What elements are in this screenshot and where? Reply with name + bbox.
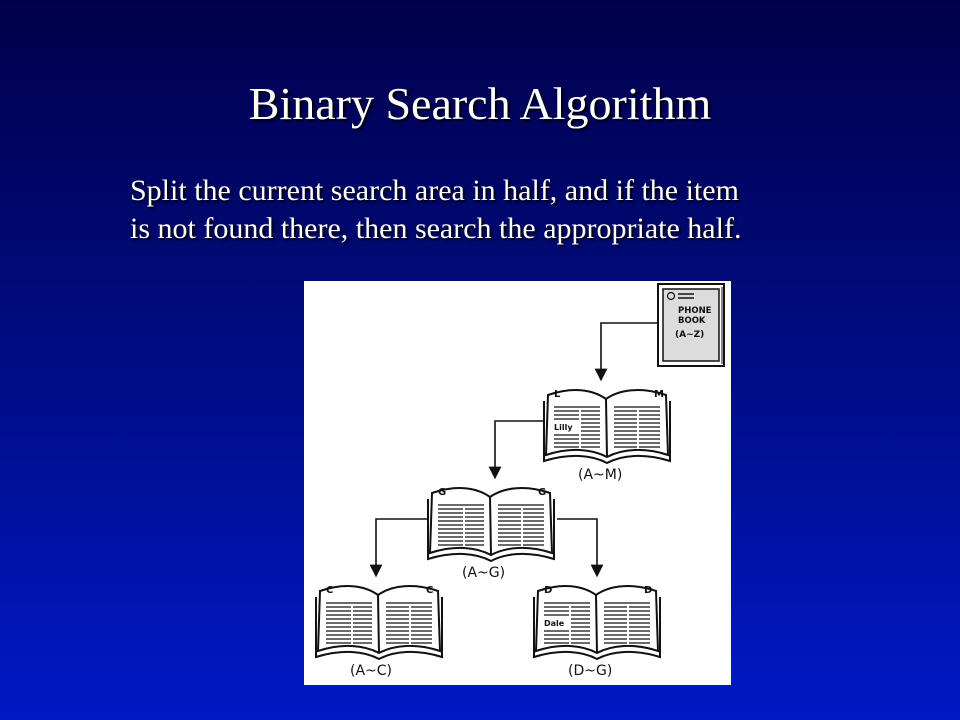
- book-name-dale: Dale: [544, 619, 565, 628]
- book-left-letter: L: [554, 389, 561, 400]
- phone-book-range: (A~Z): [675, 330, 704, 340]
- book-range: (A~C): [350, 663, 392, 679]
- phone-book-label-line1: PHONE: [678, 306, 712, 316]
- book-range: (D~G): [568, 663, 612, 679]
- slide-description: Split the current search area in half, a…: [130, 172, 910, 248]
- arrow-to-a-m: [594, 322, 658, 382]
- binary-search-diagram: PHONE BOOK (A~Z) L M Lilly (A~M) G G (A~…: [304, 281, 731, 685]
- book-a-m: L M Lilly (A~M): [543, 389, 671, 483]
- book-a-c: C C (A~C): [315, 585, 443, 679]
- book-left-letter: D: [544, 585, 552, 596]
- book-right-letter: C: [426, 585, 433, 596]
- book-right-letter: D: [644, 585, 652, 596]
- book-left-letter: C: [326, 585, 333, 596]
- book-range: (A~G): [462, 565, 505, 581]
- book-right-letter: M: [654, 389, 664, 400]
- book-left-letter: G: [438, 487, 446, 498]
- search-arrows: [369, 322, 658, 578]
- slide-title: Binary Search Algorithm: [248, 78, 712, 129]
- book-a-g: G G (A~G): [427, 487, 555, 581]
- phone-book-label-line2: BOOK: [678, 316, 706, 326]
- phone-book-icon: PHONE BOOK (A~Z): [657, 283, 725, 367]
- description-line-2: is not found there, then search the appr…: [130, 212, 742, 245]
- book-d-g: D D Dale (D~G): [533, 585, 661, 679]
- book-range: (A~M): [578, 467, 622, 483]
- description-line-1: Split the current search area in half, a…: [130, 174, 739, 207]
- arrow-to-d-g: [557, 518, 604, 578]
- arrow-to-a-g: [488, 420, 544, 480]
- arrow-to-a-c: [369, 518, 429, 578]
- book-right-letter: G: [538, 487, 546, 498]
- book-name-lilly: Lilly: [554, 423, 573, 432]
